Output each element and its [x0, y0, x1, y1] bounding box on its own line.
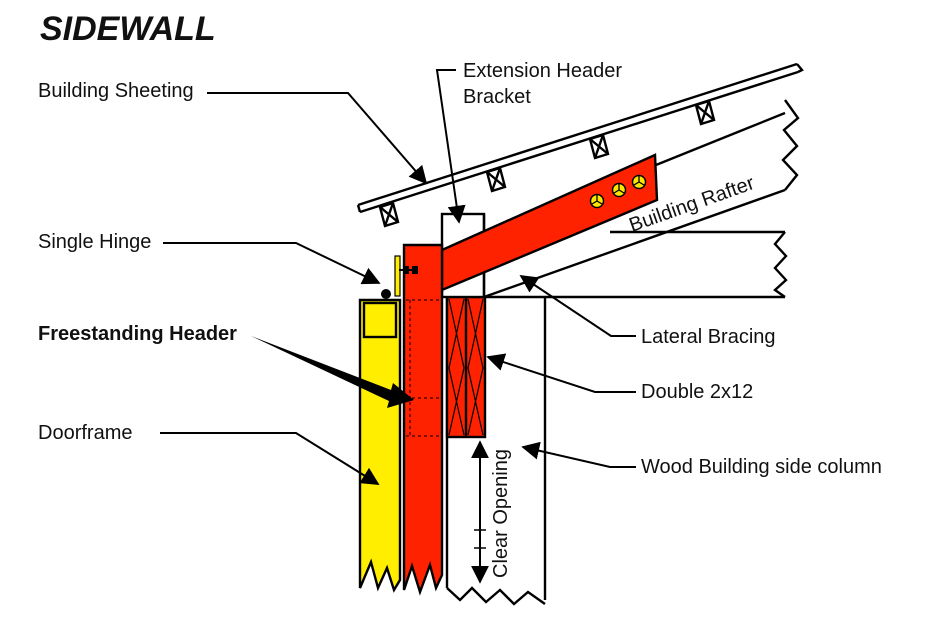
label-building-sheeting: Building Sheeting: [38, 80, 194, 102]
single-hinge: [381, 255, 418, 299]
label-lateral-bracing: Lateral Bracing: [641, 326, 776, 348]
purlin: [588, 133, 610, 160]
freestanding-header: [402, 243, 444, 596]
leader-doorframe: [160, 432, 380, 485]
label-double-2x12: Double 2x12: [641, 381, 753, 403]
purlin: [485, 166, 507, 193]
lateral-bracing: [484, 230, 788, 299]
leader-building-sheeting: [207, 92, 428, 185]
leader-double-2x12: [486, 353, 636, 393]
building-sheeting: [356, 62, 804, 228]
doorframe: [358, 298, 402, 593]
bolt-icon: [611, 182, 627, 198]
bolt-icon: [631, 174, 647, 190]
clear-opening-label: Clear Opening: [490, 449, 512, 578]
leader-single-hinge: [163, 242, 381, 285]
label-freestanding-header: Freestanding Header: [38, 323, 237, 345]
hinge-pin-icon: [381, 289, 391, 299]
doorframe-top-box: [362, 301, 398, 339]
label-extension-header-bracket-2: Bracket: [463, 86, 531, 108]
leader-side-column: [521, 441, 636, 468]
purlin: [694, 99, 716, 126]
leader-extension-bracket: [435, 69, 466, 224]
clear-opening-dimension: Clear Opening: [471, 440, 512, 584]
label-single-hinge: Single Hinge: [38, 231, 151, 253]
bolt-icon: [589, 193, 605, 209]
label-doorframe: Doorframe: [38, 422, 132, 444]
freestanding-header-pointer: [251, 336, 414, 408]
label-extension-header-bracket-1: Extension Header: [463, 60, 622, 82]
double-2x12: [445, 295, 487, 439]
label-wood-building-side-column: Wood Building side column: [641, 456, 882, 478]
purlin: [378, 201, 400, 228]
diagram-title: SIDEWALL: [40, 10, 216, 48]
leader-lateral-bracing: [519, 275, 636, 337]
